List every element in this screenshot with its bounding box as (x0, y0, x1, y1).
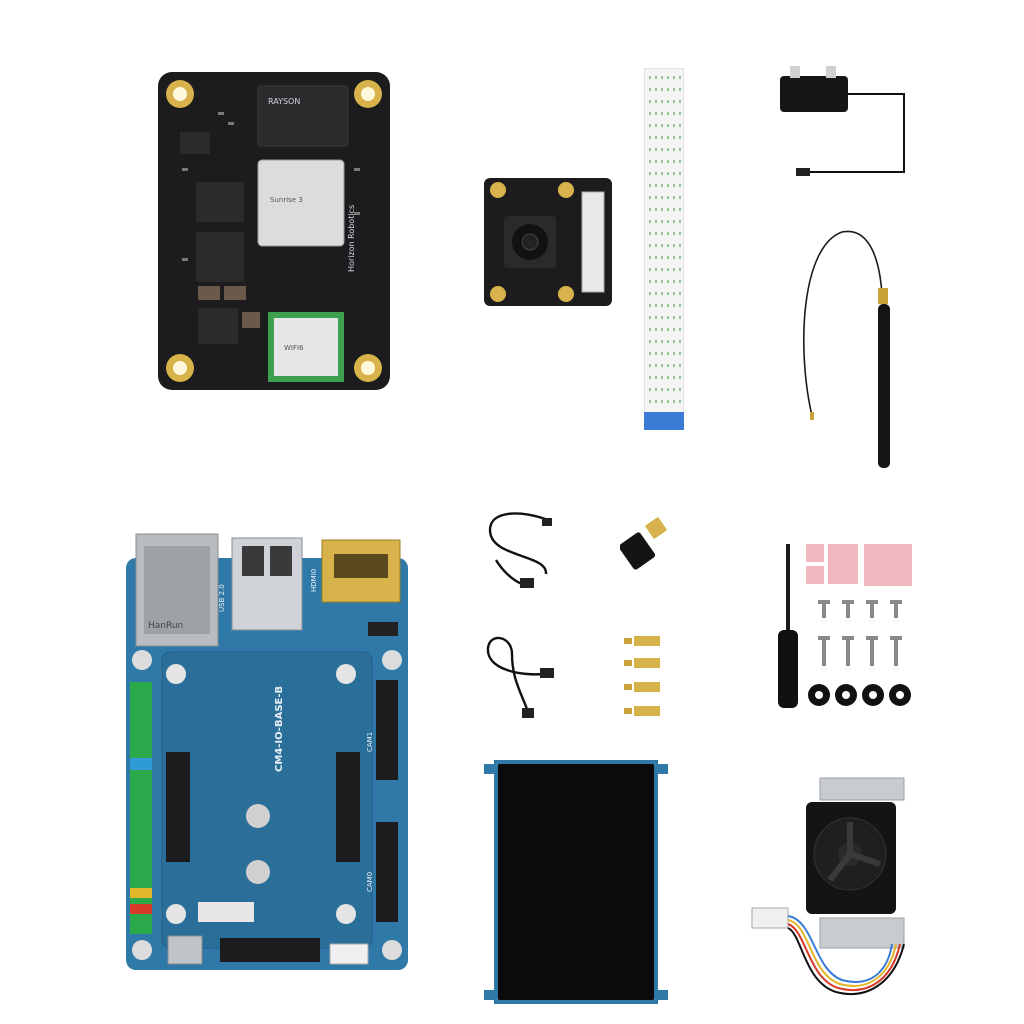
small-chip (196, 232, 244, 282)
standoff (624, 682, 660, 692)
small-chip (196, 182, 244, 222)
standoff-set (622, 634, 670, 722)
washer (862, 684, 884, 706)
inductor (224, 286, 246, 300)
ribbon-blue-tab (644, 412, 684, 430)
mounting-hole (354, 80, 382, 108)
screw (890, 636, 902, 666)
cam1-label: CAM1 (366, 732, 374, 752)
screw (818, 600, 830, 618)
standoff (624, 658, 660, 668)
mounting-hole (354, 354, 382, 382)
thermal-pads (806, 544, 914, 588)
usb-cable (482, 510, 558, 592)
cooling-fan (750, 774, 910, 1002)
thermal-pad (864, 544, 912, 586)
screw (842, 600, 854, 618)
som-core-board: RAYSON Sunrise 3 WIFI6 Horizon Robotics (158, 72, 390, 390)
screw (890, 600, 902, 618)
hdmi-label: HDMI0 (310, 569, 318, 592)
power-adapter (778, 64, 908, 178)
lcd-display (484, 760, 668, 1004)
wifi-antenna (802, 226, 902, 470)
board-name-label: CM4-IO-BASE-B (274, 686, 285, 772)
memory-chip-label: RAYSON (268, 97, 300, 106)
cam0-label: CAM0 (366, 872, 374, 892)
standoff (624, 636, 660, 646)
camera-module (484, 178, 612, 306)
cam1-connector (376, 680, 398, 780)
inductor (242, 312, 260, 328)
gpio-header (130, 682, 152, 934)
memory-chip (257, 85, 349, 147)
thermal-pad (806, 544, 824, 562)
washer (835, 684, 857, 706)
screw-set (814, 600, 910, 670)
brand-label: Horizon Robotics (347, 205, 356, 272)
screw (866, 600, 878, 618)
soc-label: Sunrise 3 (270, 196, 303, 204)
screw (842, 636, 854, 666)
thermal-pad (828, 544, 858, 584)
small-chip (180, 132, 210, 154)
short-cable (482, 630, 558, 720)
ethernet-label: HanRun (148, 621, 183, 631)
display-screen (498, 764, 654, 1000)
ribbon-cable (644, 68, 684, 430)
ffc-connector (581, 191, 605, 293)
mounting-hole (166, 354, 194, 382)
screw (866, 636, 878, 666)
screw (818, 636, 830, 666)
hdmi-adapter (620, 516, 670, 570)
soc-shield (257, 159, 345, 247)
inductor (198, 286, 220, 300)
carrier-board: HanRun USB 2.0 HDMI0 CM4- (124, 532, 410, 972)
washer-set (806, 682, 914, 708)
usb-c-port (167, 935, 203, 965)
standoff (624, 706, 660, 716)
thermal-pad (806, 566, 824, 584)
fan-header (329, 943, 369, 965)
display-connector (220, 938, 320, 962)
washer (808, 684, 830, 706)
washer (889, 684, 911, 706)
screwdriver (774, 544, 802, 710)
cam0-connector (376, 822, 398, 922)
mounting-hole (166, 80, 194, 108)
wifi-label: WIFI6 (284, 344, 304, 352)
pmic-chip (198, 308, 238, 344)
usb-label: USB 2.0 (218, 584, 226, 612)
